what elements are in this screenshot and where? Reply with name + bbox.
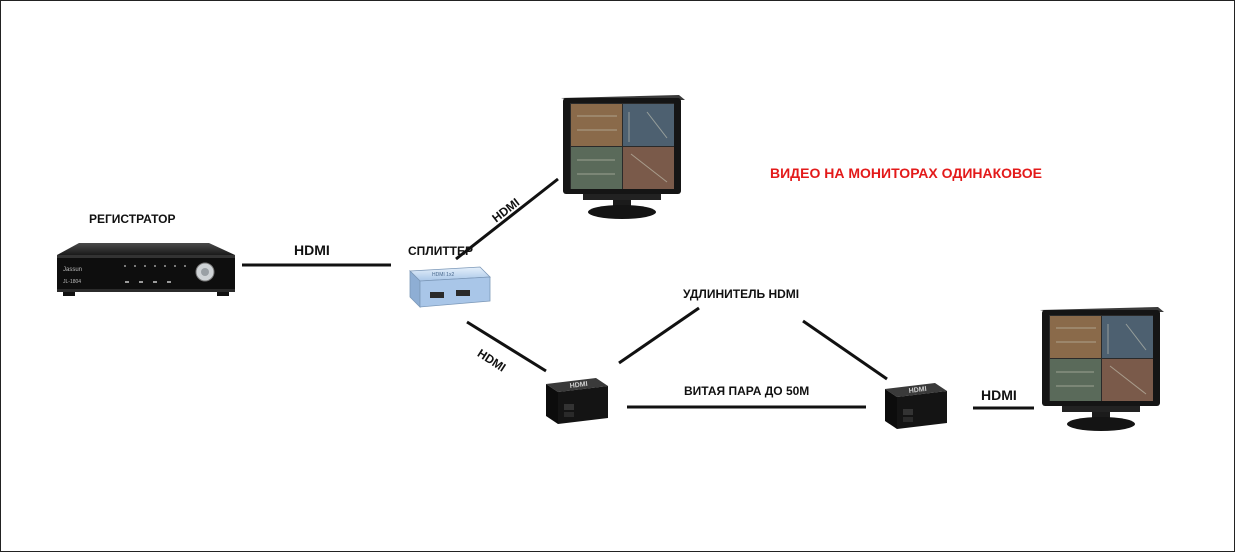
dvr-recorder-icon: Jassun JL-1804 <box>57 243 235 296</box>
line-extender-group-right <box>802 319 888 381</box>
cctv-monitor-icon <box>1040 307 1164 431</box>
extender-tx-icon: HDMI <box>546 378 608 424</box>
note-same-video: ВИДЕО НА МОНИТОРАХ ОДИНАКОВОЕ <box>770 165 1043 181</box>
hdmi-splitter-icon: HDMI 1x2 <box>409 266 491 308</box>
dvr-brand-text: Jassun <box>63 267 82 273</box>
extender-group-label: УДЛИНИТЕЛЬ HDMI <box>683 287 800 301</box>
recorder-label: РЕГИСТРАТОР <box>89 212 176 226</box>
line-splitter-monitor-top <box>455 177 559 261</box>
splitter-label: СПЛИТТЕР <box>408 244 474 258</box>
link-label-extender-monitor: HDMI <box>981 387 1017 403</box>
line-extender-group-left <box>618 306 700 365</box>
monitor-right-icon <box>1040 307 1164 431</box>
splitter-body-text: HDMI 1x2 <box>432 272 454 278</box>
extender-tx-logo: HDMI <box>569 381 588 390</box>
hdmi-extender-icon: HDMI <box>885 383 947 429</box>
extender-rx-icon: HDMI <box>885 383 947 429</box>
hdmi-extender-icon: HDMI <box>546 378 608 424</box>
dvr-model-text: JL-1804 <box>63 279 81 285</box>
cctv-monitor-icon <box>561 95 685 219</box>
monitor-top-icon <box>561 95 685 219</box>
link-label-twisted-pair: ВИТАЯ ПАРА ДО 50М <box>684 384 810 398</box>
extender-rx-logo: HDMI <box>908 386 927 395</box>
link-label-recorder-splitter: HDMI <box>294 242 330 258</box>
line-splitter-extender <box>466 320 547 373</box>
